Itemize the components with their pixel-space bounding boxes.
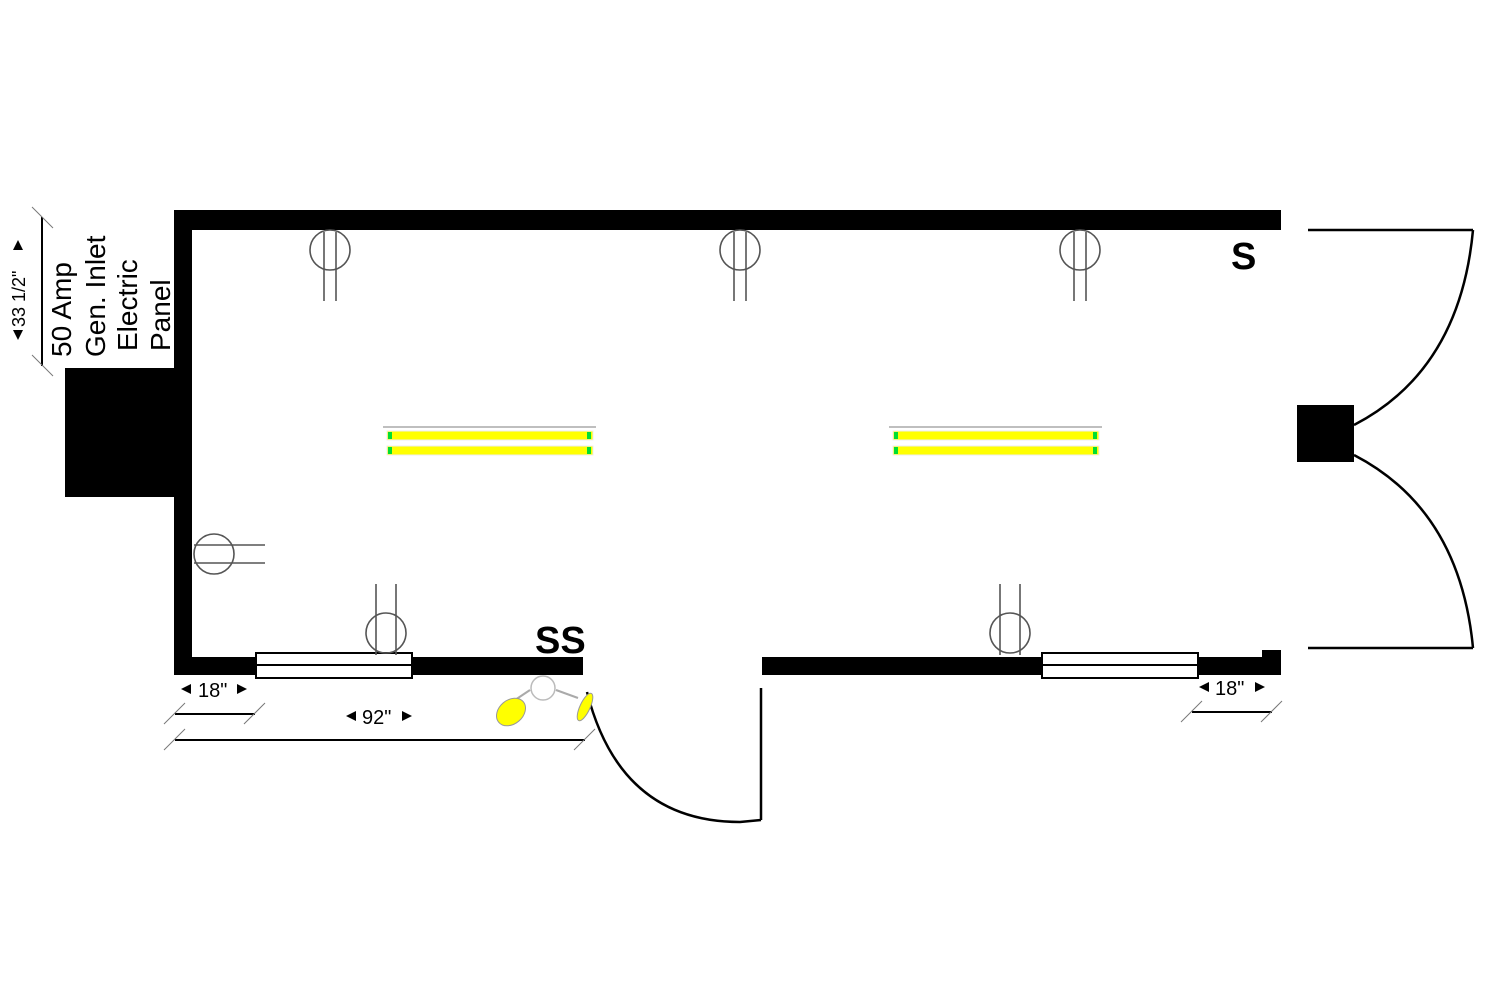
entry-door[interactable] [585,688,763,824]
dimension-panel-height: 33 1/2" [9,271,29,327]
panel-label-line-3: Electric [112,259,143,351]
dimension-line-left-offset [163,702,266,725]
panel-label-line-2: Gen. Inlet [80,235,111,357]
electric-panel [65,368,192,497]
bottom-wall-right [762,657,1281,675]
double-door[interactable] [1308,228,1475,650]
fluorescent-light-icon [889,426,1102,456]
window-left [255,652,413,679]
wall-end-post [1262,650,1281,675]
fluorescent-light-icon [383,426,596,456]
door-post [1297,405,1354,462]
single-switch-label: S [1231,236,1256,278]
top-wall [174,210,1281,230]
outlet-icon [365,584,407,655]
flood-light-icon [496,675,594,727]
outlet-icon [193,533,265,575]
dimension-line-right-offset [1180,700,1283,723]
walls [65,210,1354,675]
outlet-icon [989,584,1031,655]
outlet-icon [309,229,351,301]
panel-label-line-1: 50 Amp [46,262,77,357]
window-right [1041,652,1199,679]
dimension-left-offset: 18" [198,680,227,702]
outlet-icon [719,229,761,301]
dimension-window-span: 92" [362,707,391,729]
dimension-line-window-span [163,728,596,751]
dimension-line-panel [31,206,54,377]
double-switch-label: SS [535,620,586,662]
dimension-right-offset: 18" [1215,678,1244,700]
panel-label: 50 Amp Gen. Inlet Electric Panel [46,235,176,357]
panel-label-line-4: Panel [145,279,176,351]
outlet-icon [1059,229,1101,301]
